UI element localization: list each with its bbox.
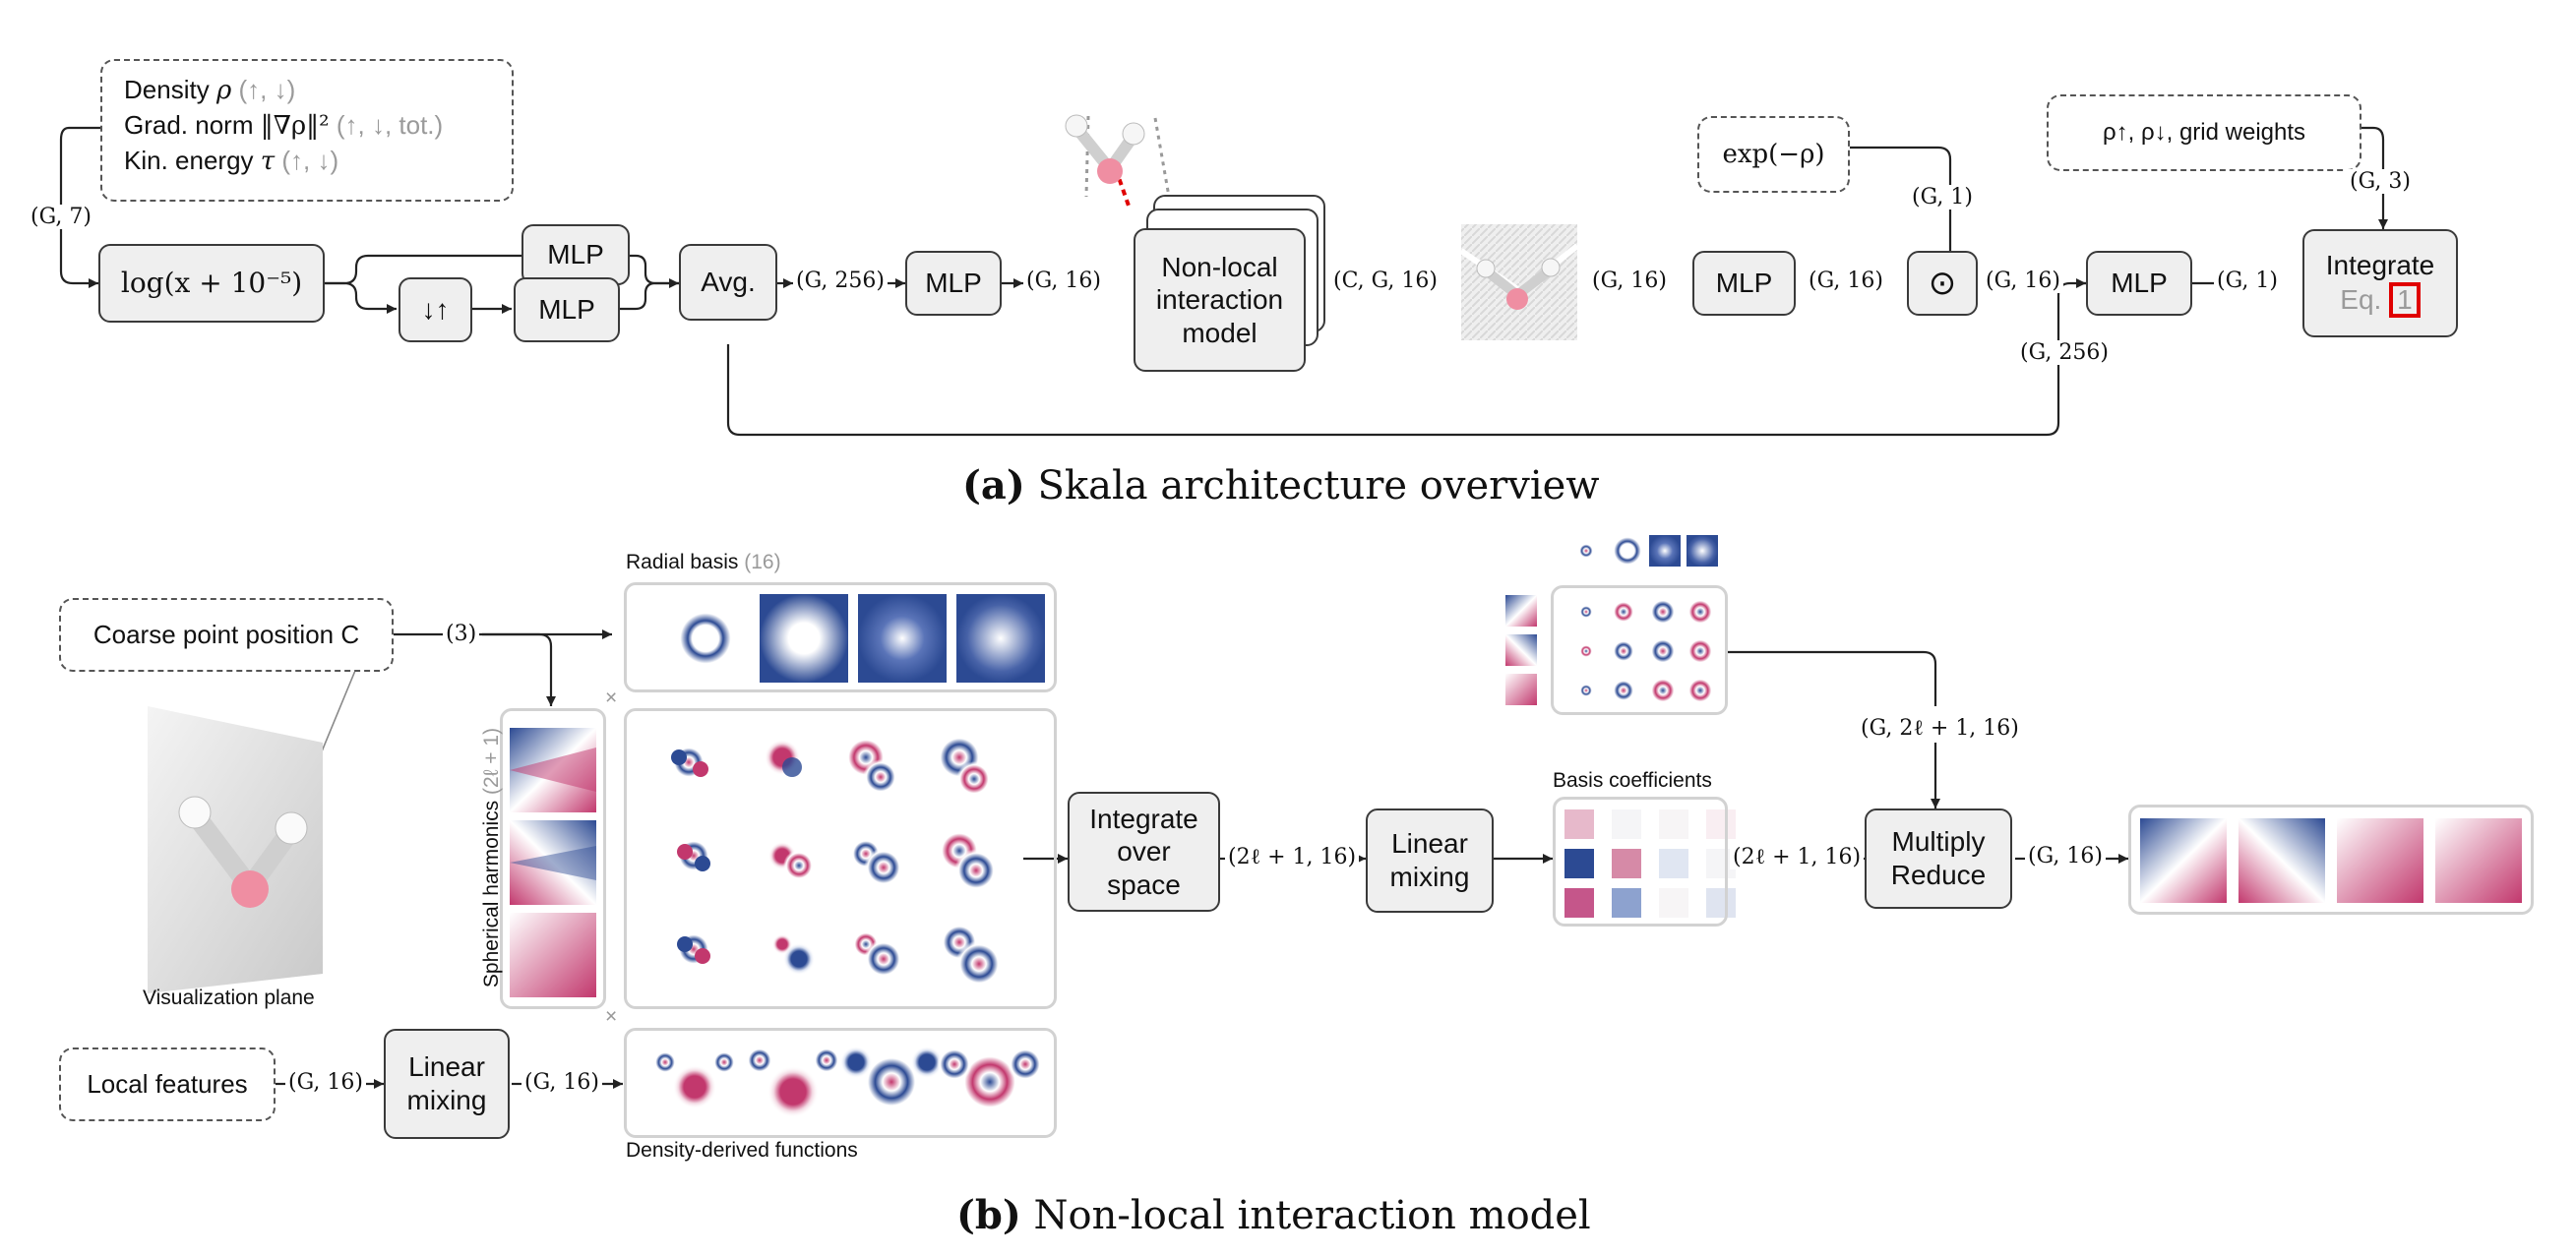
spin-swap-box: ↓↑: [399, 277, 472, 342]
grid-row-3: [676, 923, 1003, 988]
mlp-box-lower: MLP: [514, 277, 620, 342]
edge-label-local-out: (G, 16): [521, 1070, 602, 1095]
edge-label-g16-a: (G, 16): [1023, 269, 1104, 293]
log-transform-box: log(x + 10⁻⁵): [98, 244, 325, 323]
local-features-box: Local features: [59, 1048, 276, 1121]
input-grad-line: Grad. norm ‖∇ρ‖² (↑, ↓, tot.): [124, 110, 444, 142]
edge-label-top-right: (G, 2ℓ + 1, 16): [1858, 715, 2022, 741]
output-panel: [2128, 805, 2534, 915]
basis-tiles-top: [1505, 535, 1718, 705]
edge-label-coarse: (3): [443, 622, 480, 646]
edge-label-integrate-out: (2ℓ + 1, 16): [1225, 844, 1360, 869]
integrate-box: Integrate Eq. 1: [2302, 229, 2458, 337]
nonlocal-interaction-box: Non-local interaction model: [1134, 228, 1306, 372]
molecule-icon-top: [1065, 114, 1171, 210]
basis-coefficients-panel: [1553, 797, 1728, 927]
product-grid-images: [671, 734, 1003, 988]
edge-label-g1-b: (G, 1): [2214, 269, 2281, 293]
radial-basis-4: [956, 594, 1045, 683]
caption-b: (b) Non-local interaction model: [956, 1192, 1591, 1238]
edge-label-final: (G, 16): [2025, 844, 2106, 868]
input-density-line: Density ρ (↑, ↓): [124, 75, 296, 105]
basis-coefficient-tiles: [1564, 809, 1736, 918]
edge-label-g256-skip: (G, 256): [2017, 340, 2112, 365]
edge-label-g7: (G, 7): [28, 205, 94, 229]
output-images: [2140, 818, 2522, 903]
edge-label-coeff-out: (2ℓ + 1, 16): [1730, 844, 1865, 869]
connectors-b: [276, 629, 2128, 1089]
visualization-plane-label: Visualization plane: [143, 987, 315, 1009]
equation-reference[interactable]: Eq. 1: [2340, 281, 2421, 318]
basis-tiles-panel: [1551, 585, 1728, 715]
grid-inputs-box: ρ↑, ρ↓, grid weights: [2047, 94, 2361, 171]
mlp-box-2: MLP: [905, 251, 1002, 316]
radial-basis-1-ring: [676, 609, 735, 668]
density-derived-title: Density-derived functions: [626, 1139, 858, 1162]
radial-basis-3: [858, 594, 947, 683]
times-symbol-2: ×: [605, 1005, 618, 1028]
times-symbol-1: ×: [605, 687, 618, 709]
spherical-harmonics-images: [510, 728, 596, 997]
exp-density-box: exp(−ρ): [1697, 116, 1850, 193]
caption-a: (a) Skala architecture overview: [962, 462, 1600, 509]
radial-basis-2: [760, 594, 848, 683]
elementwise-product-box: ⊙: [1907, 251, 1978, 316]
coarse-point-box: Coarse point position C: [59, 598, 394, 672]
edge-label-g1-a: (G, 1): [1909, 185, 1976, 210]
edge-label-local-in: (G, 16): [285, 1070, 366, 1095]
input-kin-line: Kin. energy τ (↑, ↓): [124, 146, 339, 177]
integrate-label: Integrate: [2325, 250, 2435, 281]
multiply-reduce-box: Multiply Reduce: [1865, 808, 2012, 909]
grid-row-1: [671, 734, 992, 797]
radial-basis-panel: [624, 582, 1057, 692]
visualization-plane-image: [148, 706, 323, 993]
mlp-box-3: MLP: [1692, 251, 1796, 316]
spherical-harmonics-title: Spherical harmonics (2ℓ + 1): [480, 727, 503, 988]
mlp-box-upper: MLP: [521, 224, 630, 285]
density-derived-images: [653, 1047, 1043, 1117]
density-derived-panel: [624, 1028, 1057, 1138]
edge-label-g256: (G, 256): [793, 269, 888, 293]
visualization-thumbnail: [1459, 224, 1579, 340]
linear-mixing-box-1: Linear mixing: [384, 1029, 510, 1139]
grid-row-2: [676, 829, 998, 892]
edge-label-g3: (G, 3): [2347, 169, 2414, 194]
mlp-box-4: MLP: [2086, 251, 2192, 316]
edge-label-g16-b: (G, 16): [1589, 269, 1670, 293]
integrate-over-space-box: Integrate over space: [1068, 792, 1220, 912]
product-grid-panel: [624, 708, 1057, 1009]
average-box: Avg.: [679, 244, 777, 321]
edge-label-g16-c: (G, 16): [1806, 269, 1886, 293]
linear-mixing-box-2: Linear mixing: [1366, 808, 1494, 913]
input-features-box: Density ρ (↑, ↓) Grad. norm ‖∇ρ‖² (↑, ↓,…: [100, 59, 514, 202]
edge-label-g16-d: (G, 16): [1983, 269, 2063, 293]
spherical-harmonics-panel: [500, 708, 606, 1009]
edge-label-cg16: (C, G, 16): [1330, 269, 1441, 293]
basis-coefficients-title: Basis coefficients: [1553, 769, 1712, 792]
radial-basis-title: Radial basis (16): [626, 551, 781, 573]
radial-basis-images: [661, 594, 1045, 683]
